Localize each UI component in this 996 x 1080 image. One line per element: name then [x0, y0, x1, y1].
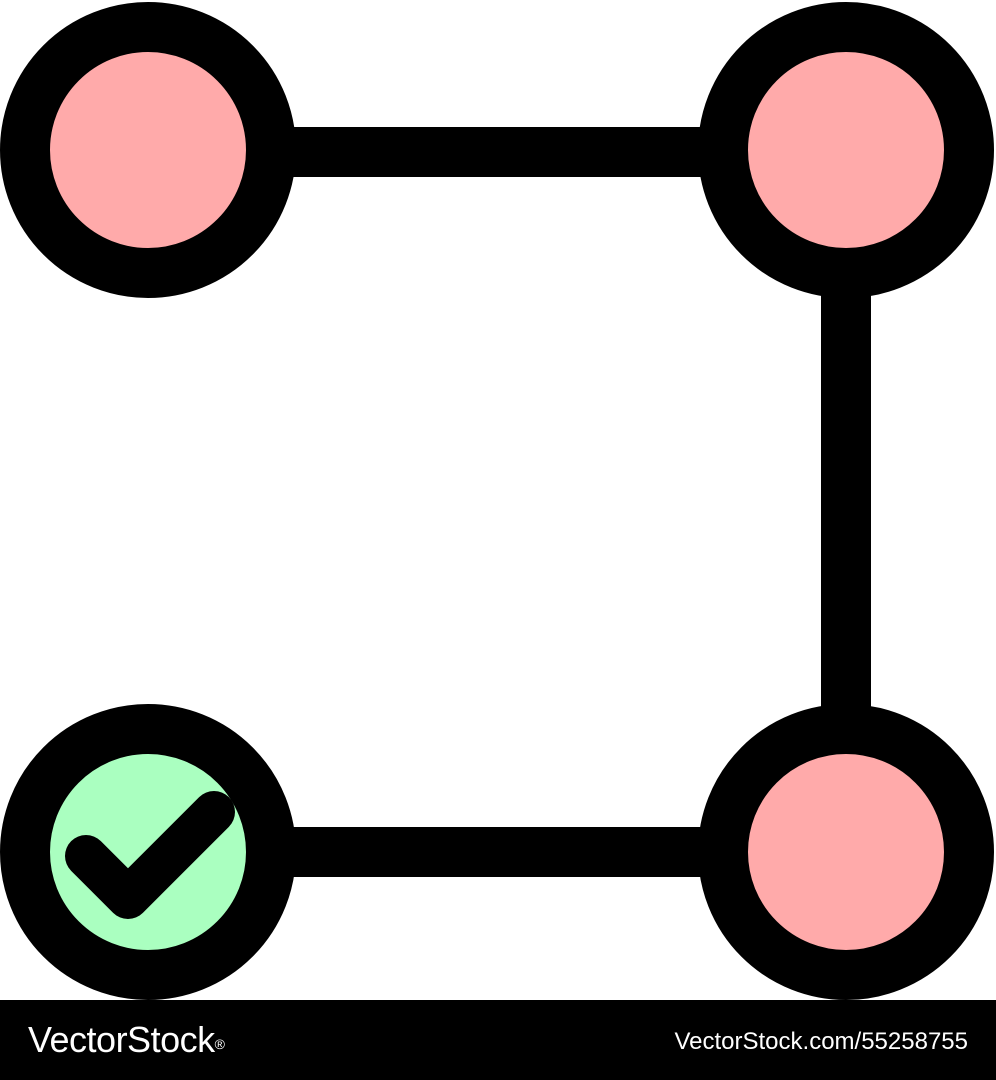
- check-mark-icon: [65, 791, 235, 919]
- brand-registered-mark: ®: [214, 1036, 225, 1052]
- brand-name: VectorStock: [28, 1019, 215, 1060]
- network-nodes-check-icon: [0, 2, 994, 1000]
- node-bottom-right: [698, 704, 994, 1000]
- watermark-footer: VectorStock® VectorStock.com/55258755: [0, 1000, 996, 1080]
- node-top-right: [698, 2, 994, 298]
- brand-logo: VectorStock®: [28, 1018, 225, 1062]
- image-id-label: VectorStock.com/55258755: [674, 1028, 968, 1055]
- node-top-left: [0, 2, 296, 298]
